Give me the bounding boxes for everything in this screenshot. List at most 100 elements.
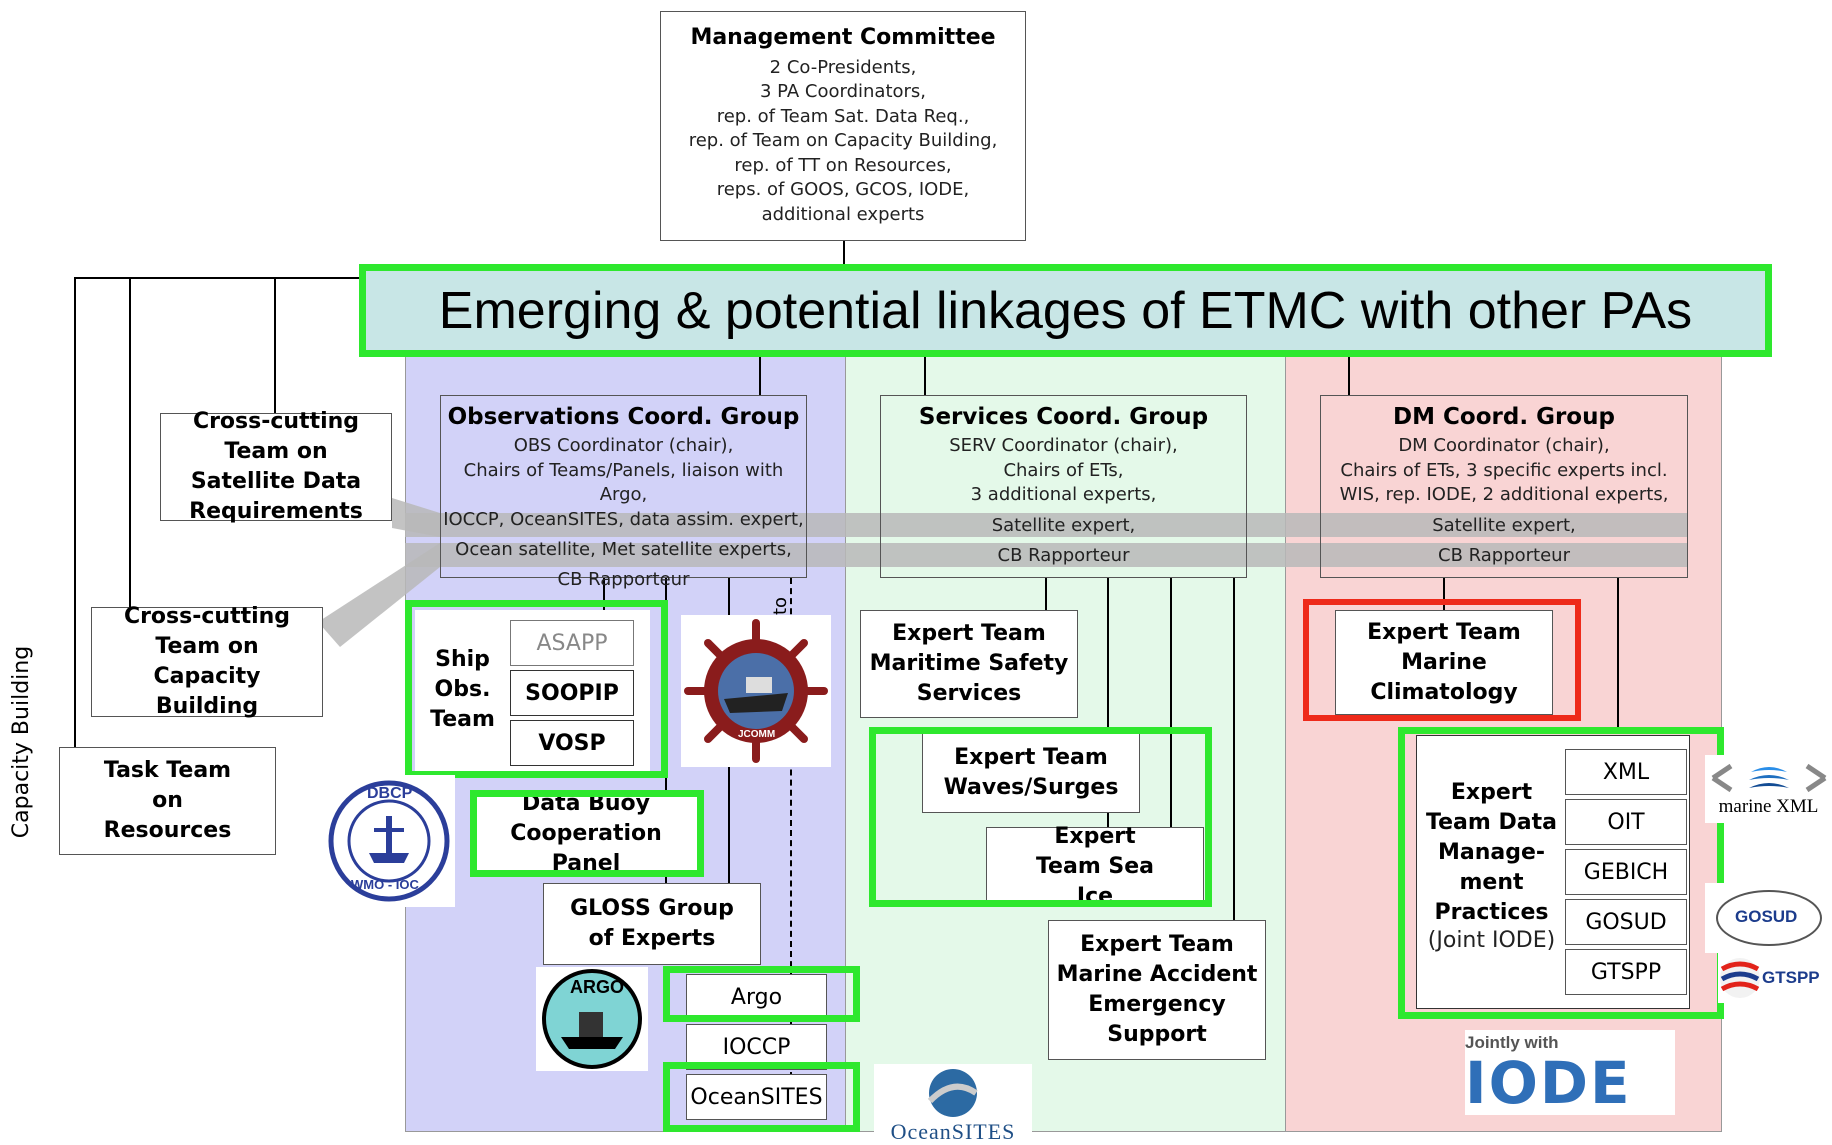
gtspp-logo: GTSPP	[1718, 953, 1832, 1003]
capacity-building-side-label: Capacity Building	[9, 645, 34, 839]
etdmp-joint-label: (Joint IODE)	[1427, 928, 1556, 953]
etdmp-highlight	[1398, 727, 1724, 1019]
soopip-label: SOOPIP	[525, 680, 619, 706]
connector	[924, 355, 926, 395]
ship-observations-team-logo: JCOMM	[681, 615, 831, 767]
argo-label: Argo	[730, 984, 783, 1010]
obs-group-satellite: Ocean satellite, Met satellite experts,	[455, 539, 792, 560]
maritime-safety-box: Expert Team Maritime Safety Services	[860, 610, 1078, 718]
connector	[1170, 578, 1172, 828]
marine-climatology-label: Expert Team Marine Climatology	[1367, 619, 1521, 705]
gosud-box: GOSUD	[1565, 899, 1687, 945]
connector	[129, 277, 131, 607]
satellite-band	[405, 513, 1688, 537]
marine-accident-box: Expert Team Marine Accident Emergency Su…	[1048, 920, 1266, 1060]
mc-line: rep. of TT on Resources,	[734, 154, 952, 176]
gtspp-box: GTSPP	[1565, 949, 1687, 995]
connector	[274, 277, 276, 413]
mc-line: rep. of Team on Capacity Building,	[688, 130, 998, 152]
oit-box: OIT	[1565, 799, 1687, 845]
dm-group-line: DM Coordinator (chair),	[1398, 435, 1610, 456]
obs-group-cb: CB Rapporteur	[557, 569, 690, 590]
banner-title: Emerging & potential linkages of ETMC wi…	[438, 281, 1693, 340]
dbcp-box: Data Buoy Cooperation Panel	[475, 791, 697, 876]
dm-group-title: DM Coord. Group	[1393, 404, 1615, 430]
connector	[74, 277, 364, 279]
marine-climatology-box: Expert Team Marine Climatology	[1335, 610, 1553, 715]
dbcp-highlight	[470, 790, 704, 877]
connector	[1617, 578, 1619, 728]
serv-group-title: Services Coord. Group	[918, 404, 1209, 430]
serv-group-line: 3 additional experts,	[970, 484, 1157, 505]
ioccp-label: IOCCP	[722, 1034, 791, 1060]
oceansites-logo-label: OceanSITES	[890, 1119, 1016, 1144]
connector	[603, 578, 605, 610]
capacity-building-team-box: Cross-cutting Team on Capacity Building	[91, 604, 323, 719]
gtspp-label: GTSPP	[1590, 959, 1662, 985]
management-committee-box: Management Committee 2 Co-Presidents, 3 …	[660, 11, 1026, 241]
connector	[843, 241, 845, 265]
gosud-label: GOSUD	[1585, 909, 1667, 935]
resources-task-team-label: Task Team on Resources	[103, 758, 232, 843]
resources-task-team-box: Task Team on Resources	[59, 747, 276, 855]
management-committee-title: Management Committee	[690, 24, 996, 50]
connector	[1107, 578, 1109, 828]
ship-obs-highlight	[405, 600, 668, 778]
asapp-box: ASAPP	[510, 620, 634, 666]
waves-surges-label: Expert Team Waves/Surges	[943, 745, 1119, 800]
cb-rapporteur-band	[405, 543, 1688, 567]
serv-group-line: Chairs of ETs,	[1003, 459, 1124, 481]
gosud-logo: GOSUD	[1705, 883, 1832, 953]
oceansites-box: OceanSITES	[686, 1074, 827, 1120]
gloss-label: GLOSS Group of Experts	[570, 896, 734, 951]
obs-group-line: Chairs of Teams/Panels, liaison with Arg…	[463, 459, 784, 506]
ship-obs-team-label: Ship Obs. Team	[430, 647, 495, 732]
services-coord-group-box: Services Coord. Group SERV Coordinator (…	[880, 395, 1247, 578]
marine-xml-logo: marine XML	[1705, 755, 1832, 823]
xml-box: XML	[1565, 749, 1687, 795]
marine-accident-label: Expert Team Marine Accident Emergency Su…	[1056, 932, 1258, 1047]
connector	[1348, 355, 1350, 395]
dbcp-logo-bottom: WMO - IOC	[351, 877, 419, 892]
maritime-safety-label: Expert Team Maritime Safety Services	[869, 621, 1069, 706]
observations-coord-group-box: Observations Coord. Group OBS Coordinato…	[440, 395, 807, 590]
connector	[759, 355, 761, 395]
obs-group-title: Observations Coord. Group	[447, 404, 800, 430]
marine-xml-label: marine XML	[1718, 796, 1819, 817]
asapp-label: ASAPP	[536, 630, 608, 656]
jointly-with-label: Jointly with	[1465, 1032, 1559, 1052]
oceansites-logo: OceanSITES	[874, 1064, 1032, 1145]
mc-line: additional experts	[761, 203, 925, 225]
vosp-label: VOSP	[538, 730, 606, 756]
waves-surges-box: Expert Team Waves/Surges	[922, 733, 1140, 813]
oit-label: OIT	[1607, 809, 1645, 835]
capacity-building-team-label: Cross-cutting Team on Capacity Building	[123, 604, 291, 719]
argo-logo: ARGO	[536, 967, 648, 1071]
mc-line: 2 Co-Presidents,	[769, 56, 917, 78]
oceansites-highlight	[663, 1062, 860, 1132]
dm-group-line: WIS, rep. IODE, 2 additional experts,	[1339, 484, 1669, 505]
mc-line: reps. of GOOS, GCOS, IODE,	[716, 179, 970, 201]
argo-highlight	[663, 966, 860, 1022]
connector	[1233, 578, 1235, 923]
iode-logo: Jointly with IODE	[1465, 1030, 1675, 1115]
obs-group-line: OBS Coordinator (chair),	[513, 435, 734, 456]
dbcp-logo: DBCP WMO - IOC	[323, 775, 455, 907]
dashed-connector	[790, 578, 792, 1078]
argo-logo-label: ARGO	[570, 977, 624, 997]
obs-group-line: IOCCP, OceanSITES, data assim. expert,	[443, 508, 804, 530]
serv-group-line: SERV Coordinator (chair),	[949, 435, 1178, 456]
iode-logo-label: IODE	[1465, 1048, 1632, 1117]
dm-group-line: Chairs of ETs, 3 specific experts incl.	[1340, 459, 1668, 481]
mc-line: rep. of Team Sat. Data Req.,	[716, 105, 970, 127]
dm-coord-group-box: DM Coord. Group DM Coordinator (chair), …	[1320, 395, 1688, 578]
sea-ice-label: Expert Team Sea Ice	[1035, 824, 1155, 909]
sot-logo-label: JCOMM	[738, 729, 776, 740]
serv-group-cb: CB Rapporteur	[997, 544, 1130, 566]
mc-line: 3 PA Coordinators,	[759, 81, 927, 103]
banner: Emerging & potential linkages of ETMC wi…	[359, 264, 1772, 357]
dbcp-logo-top: DBCP	[367, 785, 413, 802]
etdmp-label: Expert Team Data Manage-ment Practices	[1426, 780, 1557, 925]
xml-label: XML	[1602, 759, 1650, 785]
gloss-box: GLOSS Group of Experts	[543, 883, 761, 965]
